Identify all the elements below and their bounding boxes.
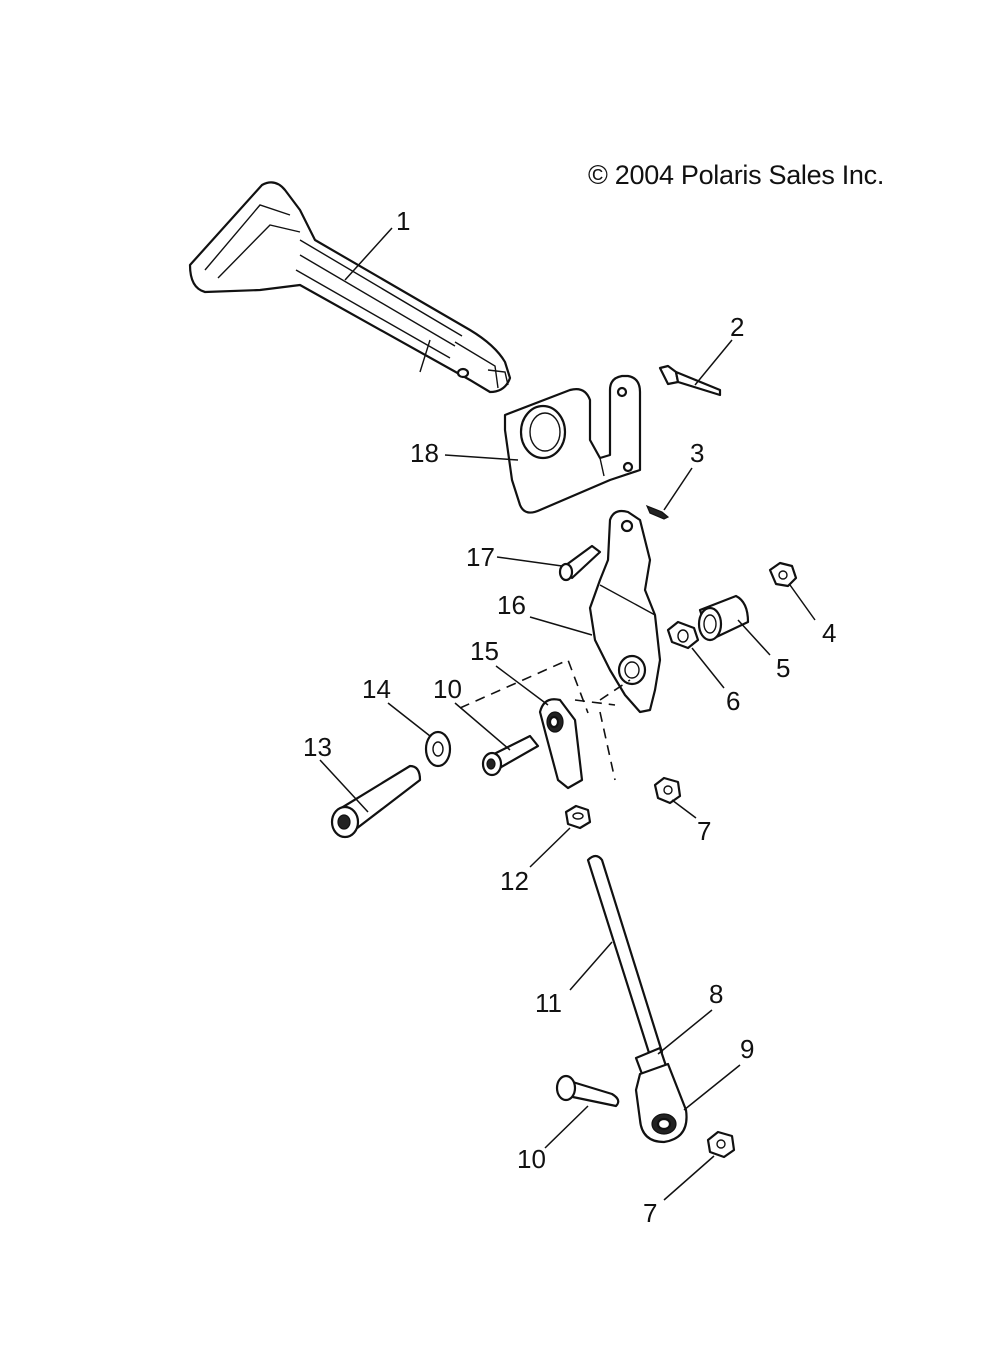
callout-7-upper: 7 [697, 816, 711, 846]
callout-9: 9 [740, 1034, 754, 1064]
callout-11: 11 [535, 988, 562, 1018]
part-12-nut [564, 804, 592, 830]
part-1-shift-lever [188, 181, 512, 394]
callout-14: 14 [362, 674, 391, 704]
part-18-bracket-plate [503, 374, 642, 514]
part-5-bushing [697, 594, 750, 642]
callout-1: 1 [396, 206, 410, 236]
part-15-rod-end [459, 658, 631, 790]
callout-17: 17 [466, 542, 495, 572]
part-7-nut-upper [653, 776, 682, 805]
part-4-nut [768, 561, 798, 588]
part-11-shift-rod [586, 854, 664, 1058]
part-7-nut-lower [706, 1130, 736, 1159]
part-3-spring-clip [645, 504, 670, 520]
callout-3: 3 [690, 438, 704, 468]
part-10-bolt-lower [555, 1074, 620, 1108]
callout-7-lower: 7 [643, 1198, 657, 1228]
callout-13: 13 [303, 732, 332, 762]
callout-6: 6 [726, 686, 740, 716]
callout-18: 18 [410, 438, 439, 468]
callout-2: 2 [730, 312, 744, 342]
callout-labels: 1 2 3 4 5 6 7 8 9 10 10 11 12 13 14 15 1… [303, 206, 836, 1228]
callout-8: 8 [709, 979, 723, 1009]
callout-12: 12 [500, 866, 529, 896]
part-9-rod-end [634, 1062, 688, 1144]
leader-lines [319, 227, 816, 1201]
part-14-washer [424, 730, 452, 768]
part-13-long-bolt [330, 764, 422, 839]
callout-5: 5 [776, 653, 790, 683]
copyright-notice: © 2004 Polaris Sales Inc. [588, 160, 885, 190]
callout-10-upper: 10 [433, 674, 462, 704]
callout-4: 4 [822, 618, 836, 648]
part-6-washer [666, 620, 700, 650]
part-17-pin [558, 544, 602, 582]
callout-10-lower: 10 [517, 1144, 546, 1174]
callout-16: 16 [497, 590, 526, 620]
callout-15: 15 [470, 636, 499, 666]
part-16-mounting-plate [588, 509, 662, 714]
part-2-rivet [658, 364, 722, 397]
part-10-bolt-upper [481, 734, 540, 777]
